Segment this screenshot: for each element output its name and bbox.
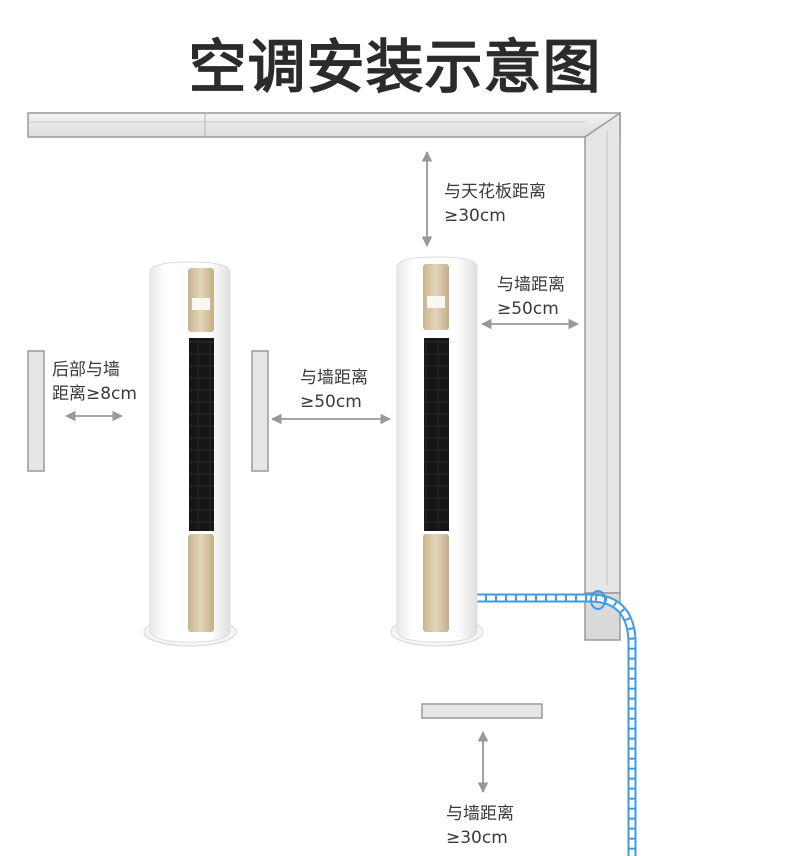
ceiling-distance-line1: 与天花板距离 xyxy=(444,182,546,202)
front-wall-segment xyxy=(421,703,543,719)
left-air-grille xyxy=(189,338,214,531)
drain-pipe xyxy=(475,590,637,856)
front-wall-distance-line1: 与墙距离 xyxy=(446,804,514,824)
diagram-title: 空调安装示意图 xyxy=(188,33,602,101)
side-wall-distance-line1: 与墙距离 xyxy=(300,368,368,388)
front-wall-distance-line2: ≥30cm xyxy=(446,828,508,848)
right-wall-distance-line1: 与墙距离 xyxy=(497,275,565,295)
side-wall-distance-label: 与墙距离 ≥50cm xyxy=(300,366,368,414)
left-ac-unit xyxy=(143,261,237,647)
back-wall-distance-line2: 距离≥8cm xyxy=(52,384,137,404)
left-display-readout xyxy=(192,298,210,310)
back-wall-distance-line1: 后部与墙 xyxy=(52,360,120,380)
ceiling-distance-line2: ≥30cm xyxy=(444,206,506,226)
right-ac-unit xyxy=(390,256,484,647)
right-air-grille xyxy=(424,338,449,531)
right-wall xyxy=(584,111,621,641)
ceiling-wall xyxy=(27,112,621,138)
back-wall-distance-label: 后部与墙 距离≥8cm xyxy=(52,358,137,406)
back-wall-segment xyxy=(27,350,45,472)
right-display-readout xyxy=(427,296,445,308)
side-wall-distance-line2: ≥50cm xyxy=(300,392,362,412)
side-wall-segment xyxy=(251,350,269,472)
right-wall-distance-line2: ≥50cm xyxy=(497,299,559,319)
left-lower-panel xyxy=(188,534,214,632)
right-wall-distance-label: 与墙距离 ≥50cm xyxy=(497,273,565,321)
ceiling-distance-label: 与天花板距离 ≥30cm xyxy=(444,180,546,228)
front-wall-distance-label: 与墙距离 ≥30cm xyxy=(446,802,514,850)
right-lower-panel xyxy=(423,534,449,632)
